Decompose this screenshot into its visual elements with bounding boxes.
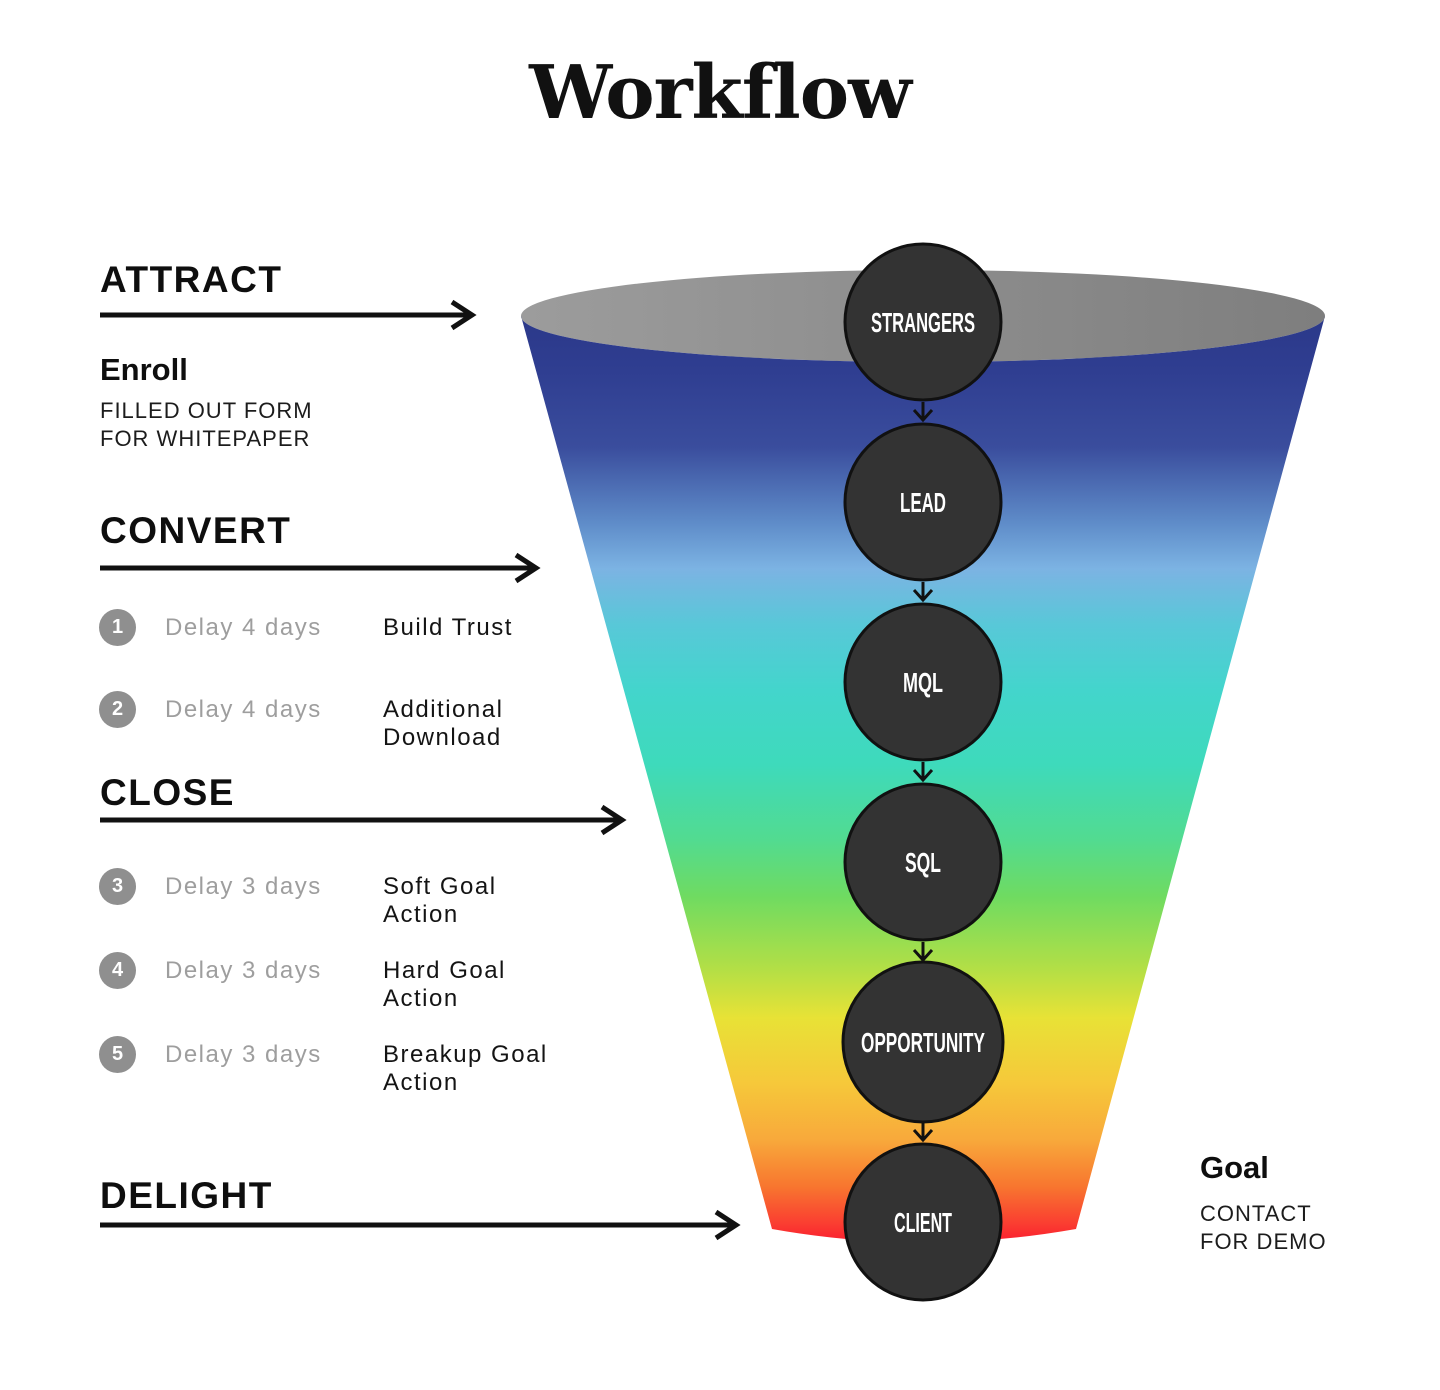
delight-arrow bbox=[100, 1209, 741, 1241]
stage-circle-mql bbox=[843, 602, 1003, 762]
step-action-4: Hard Goal Action bbox=[383, 957, 506, 1012]
enroll-description-line2: FOR WHITEPAPER bbox=[100, 426, 311, 451]
stage-label-lead: LEAD bbox=[900, 487, 946, 518]
arrow-lead-mql bbox=[912, 582, 934, 603]
attract-arrow bbox=[100, 299, 477, 331]
step-delay-5: Delay 3 days bbox=[165, 1041, 322, 1068]
convert-arrow bbox=[100, 552, 541, 584]
delight-heading: DELIGHT bbox=[100, 1175, 273, 1216]
stage-label-sql: SQL bbox=[905, 847, 941, 878]
arrow-strangers-lead bbox=[912, 402, 934, 423]
stage-circle-opportunity bbox=[841, 960, 1005, 1124]
step-delay-4: Delay 3 days bbox=[165, 957, 322, 984]
step-badge-4: 4 bbox=[99, 952, 136, 989]
step-delay-3: Delay 3 days bbox=[165, 873, 322, 900]
funnel-stage-arrows bbox=[912, 402, 934, 1143]
arrow-opportunity-client bbox=[912, 1122, 934, 1143]
stage-label-opportunity: OPPORTUNITY bbox=[861, 1027, 985, 1058]
step-action-3: Soft Goal Action bbox=[383, 873, 497, 928]
step-badge-2: 2 bbox=[99, 691, 136, 728]
enroll-description-line1: FILLED OUT FORM bbox=[100, 398, 313, 423]
funnel-stage-circles bbox=[841, 242, 1005, 1302]
step-action-2: Additional Download bbox=[383, 696, 504, 751]
goal-title: Goal bbox=[1200, 1150, 1269, 1185]
arrow-mql-sql bbox=[912, 762, 934, 783]
funnel-stage-labels: STRANGERS LEAD MQL SQL OPPORTUNITY CLIEN… bbox=[861, 307, 985, 1238]
step-delay-2: Delay 4 days bbox=[165, 696, 322, 723]
stage-circle-lead bbox=[843, 422, 1003, 582]
stage-label-client: CLIENT bbox=[894, 1207, 952, 1238]
enroll-description: FILLED OUT FORM FOR WHITEPAPER bbox=[100, 397, 313, 453]
step-badge-5: 5 bbox=[99, 1036, 136, 1073]
step-badge-3: 3 bbox=[99, 868, 136, 905]
step-action-1: Build Trust bbox=[383, 614, 513, 641]
close-heading: CLOSE bbox=[100, 772, 235, 813]
stage-label-mql: MQL bbox=[903, 667, 943, 698]
close-arrow bbox=[100, 804, 627, 836]
goal-description-line2: FOR DEMO bbox=[1200, 1229, 1327, 1254]
goal-description-line1: CONTACT bbox=[1200, 1201, 1312, 1226]
stage-label-strangers: STRANGERS bbox=[871, 307, 975, 338]
enroll-title: Enroll bbox=[100, 352, 188, 387]
step-badge-1: 1 bbox=[99, 609, 136, 646]
page-title: Workflow bbox=[529, 50, 912, 136]
stage-circle-strangers bbox=[843, 242, 1003, 402]
step-action-5: Breakup Goal Action bbox=[383, 1041, 548, 1096]
step-delay-1: Delay 4 days bbox=[165, 614, 322, 641]
stage-circle-client bbox=[843, 1142, 1003, 1302]
arrow-sql-opportunity bbox=[912, 942, 934, 963]
convert-heading: CONVERT bbox=[100, 510, 292, 551]
goal-description: CONTACT FOR DEMO bbox=[1200, 1200, 1327, 1256]
attract-heading: ATTRACT bbox=[100, 259, 283, 300]
stage-circle-sql bbox=[843, 782, 1003, 942]
